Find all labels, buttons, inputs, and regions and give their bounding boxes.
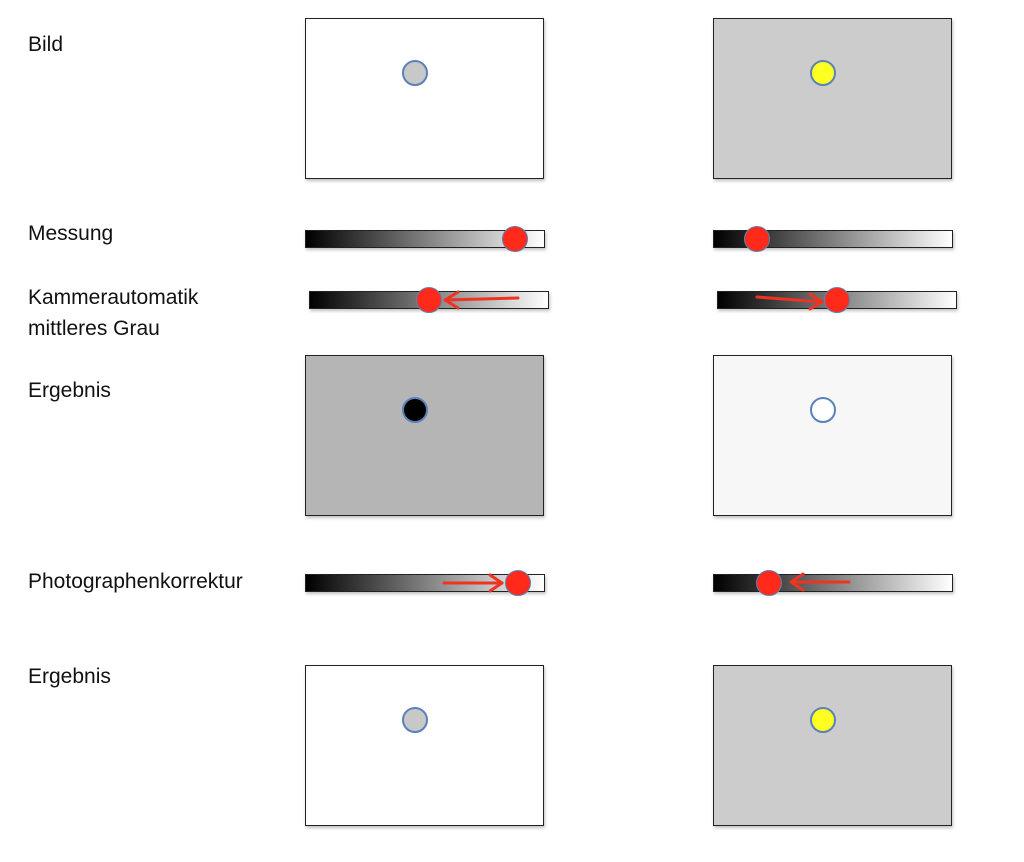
bild-frame-left <box>305 18 544 179</box>
kamera-bar-right <box>717 287 957 313</box>
ergebnis1-dot-right <box>810 397 836 423</box>
bild-frame-right <box>713 18 952 179</box>
label-kammerautomatik-line1: Kammerautomatik <box>28 286 199 309</box>
bild-dot-left <box>402 60 428 86</box>
messung-marker-left <box>502 226 529 252</box>
ergebnis1-dot-left <box>402 397 428 423</box>
label-ergebnis-1: Ergebnis <box>28 379 111 402</box>
ergebnis2-dot-right <box>810 707 836 733</box>
kamera-bar-left <box>309 287 549 313</box>
ergebnis2-frame-left <box>305 665 544 826</box>
messung-bar-left <box>305 226 545 252</box>
label-kammerautomatik: Kammerautomatik mittleres Grau <box>28 282 198 344</box>
label-bild: Bild <box>28 33 64 56</box>
bild-dot-right <box>810 60 836 86</box>
ergebnis1-frame-right <box>713 355 952 516</box>
label-photographenkorrektur: Photographenkorrektur <box>28 570 243 593</box>
label-messung: Messung <box>28 222 114 245</box>
korrektur-bar-left <box>305 570 545 596</box>
messung-bar-right <box>713 226 953 252</box>
label-kammerautomatik-line2: mittleres Grau <box>28 317 160 340</box>
ergebnis1-frame-left <box>305 355 544 516</box>
korrektur-marker-right <box>755 570 782 596</box>
messung-marker-right <box>743 226 770 252</box>
korrektur-bar-right <box>713 570 953 596</box>
kamera-marker-left <box>416 287 442 313</box>
ergebnis2-dot-left <box>402 707 428 733</box>
label-ergebnis-2: Ergebnis <box>28 665 111 688</box>
korrektur-marker-left <box>504 570 531 596</box>
ergebnis2-frame-right <box>713 665 952 826</box>
kamera-marker-right <box>824 287 850 313</box>
